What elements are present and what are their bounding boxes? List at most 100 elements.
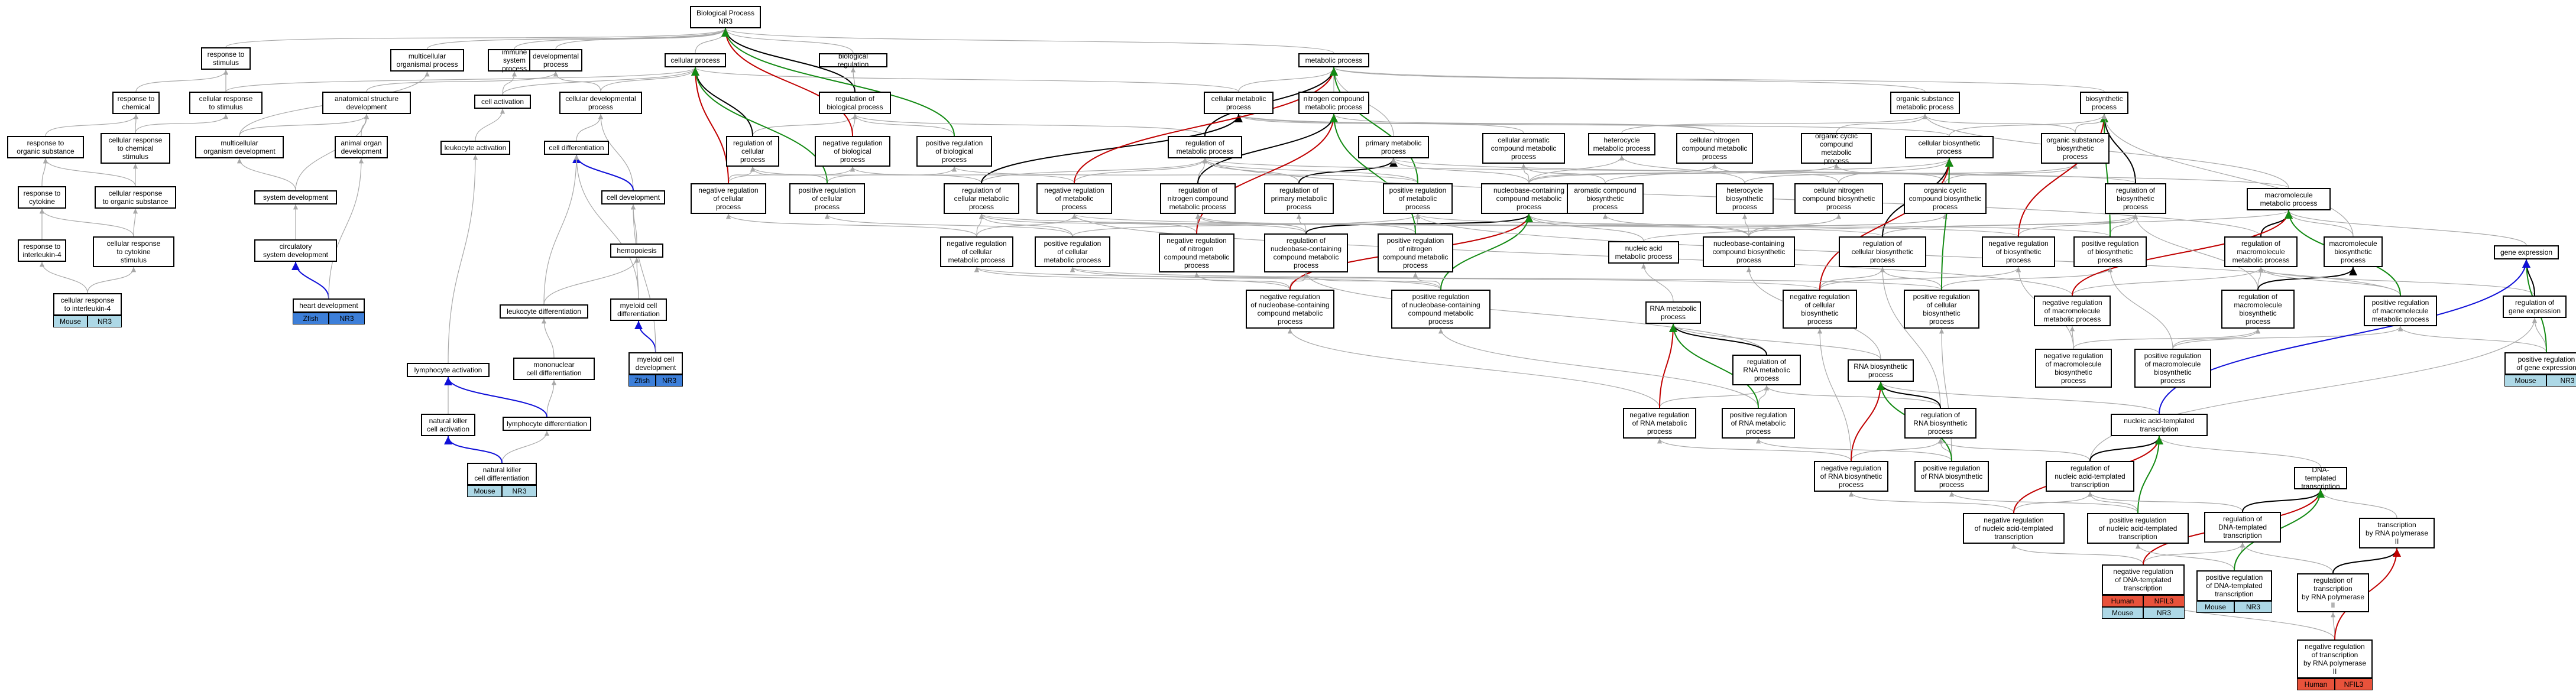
go-term-node[interactable]: macromolecule metabolic process [2247,188,2331,210]
go-term-node[interactable]: negative regulation of cellular metaboli… [940,236,1013,267]
go-term-node[interactable]: regulation of nucleobase-containing comp… [1264,233,1348,272]
go-term-node[interactable]: transcription by RNA polymerase II [2359,518,2435,548]
go-term-node[interactable]: organic cyclic compound biosynthetic pro… [1904,183,1987,214]
go-term-node[interactable]: cellular response to organic substance [95,186,176,209]
go-term-node[interactable]: lymphocyte activation [407,363,490,377]
go-term-node[interactable]: regulation of DNA-templated transcriptio… [2204,512,2281,543]
go-term-node[interactable]: leukocyte activation [440,141,510,155]
go-term-node[interactable]: cellular response to interleukin-4 [53,293,122,316]
go-term-node[interactable]: regulation of nitrogen compound metaboli… [1160,183,1236,214]
go-term-node[interactable]: RNA biosynthetic process [1848,359,1914,382]
go-term-node[interactable]: nucleobase-containing compound biosynthe… [1703,236,1795,267]
go-term-node[interactable]: myeloid cell development [628,352,683,375]
go-term-node[interactable]: response to cytokine [18,186,66,209]
go-term-node[interactable]: biosynthetic process [2080,92,2128,114]
go-term-node[interactable]: nitrogen compound metabolic process [1298,92,1369,114]
go-term-node[interactable]: heterocycle biosynthetic process [1716,183,1774,214]
go-term-node[interactable]: positive regulation of RNA biosynthetic … [1914,461,1989,492]
go-term-node[interactable]: regulation of macromolecule biosynthetic… [2221,290,2295,329]
go-term-node[interactable]: positive regulation of nucleic acid-temp… [2087,513,2189,544]
go-term-node[interactable]: cell development [601,190,665,204]
go-term-node[interactable]: positive regulation of biosynthetic proc… [2073,236,2147,267]
go-term-node[interactable]: cellular biosynthetic process [1905,136,1994,158]
go-term-node[interactable]: negative regulation of nitrogen compound… [1159,233,1234,272]
go-term-node[interactable]: cellular response to stimulus [189,92,263,114]
go-term-node[interactable]: negative regulation of RNA metabolic pro… [1623,408,1696,439]
go-term-node[interactable]: cellular response to chemical stimulus [101,133,170,164]
go-term-node[interactable]: regulation of biosynthetic process [2105,183,2166,214]
go-term-node[interactable]: cellular nitrogen compound metabolic pro… [1676,133,1753,164]
go-term-node[interactable]: regulation of macromolecule metabolic pr… [2224,236,2298,267]
go-term-node[interactable]: circulatory system development [254,239,337,262]
go-term-node[interactable]: positive regulation of gene expression [2504,352,2576,375]
go-term-node[interactable]: mononuclear cell differentiation [513,358,595,380]
go-term-node[interactable]: cellular response to cytokine stimulus [93,236,174,267]
go-term-node[interactable]: regulation of cellular process [726,136,779,167]
go-term-node[interactable]: positive regulation of macromolecule bio… [2134,349,2211,388]
go-term-node[interactable]: response to chemical [112,92,160,114]
go-term-node[interactable]: cellular aromatic compound metabolic pro… [1482,133,1565,164]
go-term-node[interactable]: aromatic compound biosynthetic process [1567,183,1644,214]
go-term-node[interactable]: positive regulation of nucleobase-contai… [1391,290,1490,329]
go-term-node[interactable]: organic cyclic compound metabolic proces… [1801,132,1872,165]
go-term-node[interactable]: regulation of transcription by RNA polym… [2297,573,2369,612]
go-term-node[interactable]: negative regulation of RNA biosynthetic … [1814,461,1888,492]
go-term-node[interactable]: natural killer cell differentiation [467,463,537,485]
go-term-node[interactable]: regulation of RNA biosynthetic process [1904,408,1976,439]
go-term-node[interactable]: cellular nitrogen compound biosynthetic … [1794,183,1883,214]
go-term-node[interactable]: negative regulation of DNA-templated tra… [2102,564,2185,595]
go-term-node[interactable]: biological regulation [819,52,887,69]
go-term-node[interactable]: multicellular organism development [195,136,284,158]
go-term-node[interactable]: positive regulation of cellular metaboli… [1035,236,1110,267]
go-term-node[interactable]: response to organic substance [7,136,84,158]
go-term-node[interactable]: positive regulation of DNA-templated tra… [2196,570,2272,601]
go-term-node[interactable]: macromolecule biosynthetic process [2324,236,2383,267]
go-term-node[interactable]: Biological Process NR3 [690,6,761,28]
go-term-node[interactable]: regulation of RNA metabolic process [1732,355,1801,385]
go-term-node[interactable]: nucleic acid metabolic process [1608,241,1679,264]
go-term-node[interactable]: natural killer cell activation [421,414,475,436]
go-term-node[interactable]: negative regulation of cellular process [691,183,766,214]
go-term-node[interactable]: DNA-templated transcription [2294,466,2347,491]
go-term-node[interactable]: positive regulation of nitrogen compound… [1378,233,1453,272]
go-term-node[interactable]: negative regulation of biosynthetic proc… [1982,236,2055,267]
go-term-node[interactable]: positive regulation of RNA metabolic pro… [1722,408,1795,439]
go-term-node[interactable]: myeloid cell differentiation [610,298,667,321]
go-term-node[interactable]: regulation of metabolic process [1168,136,1242,158]
go-term-node[interactable]: nucleic acid-templated transcription [2111,414,2208,436]
go-term-node[interactable]: response to stimulus [201,47,251,70]
go-term-node[interactable]: positive regulation of biological proces… [916,136,992,167]
go-term-node[interactable]: cellular process [665,53,726,67]
go-term-node[interactable]: regulation of gene expression [2503,296,2567,318]
go-term-node[interactable]: response to interleukin-4 [18,239,66,262]
go-term-node[interactable]: positive regulation of cellular process [789,183,865,214]
go-term-node[interactable]: metabolic process [1298,53,1369,67]
go-term-node[interactable]: lymphocyte differentiation [503,417,591,431]
go-term-node[interactable]: anatomical structure development [322,92,411,114]
go-term-node[interactable]: RNA metabolic process [1645,301,1701,324]
go-term-node[interactable]: cell activation [474,95,531,109]
go-term-node[interactable]: positive regulation of macromolecule met… [2364,296,2437,326]
go-term-node[interactable]: positive regulation of cellular biosynth… [1904,290,1979,329]
go-term-node[interactable]: leukocyte differentiation [500,304,588,319]
go-term-node[interactable]: hemopoiesis [610,244,663,258]
go-term-node[interactable]: regulation of cellular metabolic process [944,183,1019,214]
go-term-node[interactable]: regulation of biological process [819,92,891,114]
go-term-node[interactable]: regulation of cellular biosynthetic proc… [1839,236,1926,267]
go-term-node[interactable]: regulation of primary metabolic process [1264,183,1334,214]
go-term-node[interactable]: gene expression [2494,245,2559,259]
go-term-node[interactable]: negative regulation of transcription by … [2297,639,2373,678]
go-term-node[interactable]: nucleobase-containing compound metabolic… [1481,183,1577,214]
go-term-node[interactable]: negative regulation of nucleic acid-temp… [1963,513,2065,544]
go-term-node[interactable]: regulation of nucleic acid-templated tra… [2046,461,2134,492]
go-term-node[interactable]: animal organ development [335,136,388,158]
go-term-node[interactable]: negative regulation of macromolecule met… [2034,296,2111,326]
go-term-node[interactable]: negative regulation of metabolic process [1036,183,1112,214]
go-term-node[interactable]: organic substance metabolic process [1890,92,1960,114]
go-term-node[interactable]: heterocycle metabolic process [1588,133,1655,155]
go-term-node[interactable]: negative regulation of nucleobase-contai… [1246,290,1334,329]
go-term-node[interactable]: negative regulation of biological proces… [815,136,890,167]
go-term-node[interactable]: cellular metabolic process [1204,92,1274,114]
go-term-node[interactable]: system development [254,190,337,204]
go-term-node[interactable]: multicellular organismal process [390,49,464,72]
